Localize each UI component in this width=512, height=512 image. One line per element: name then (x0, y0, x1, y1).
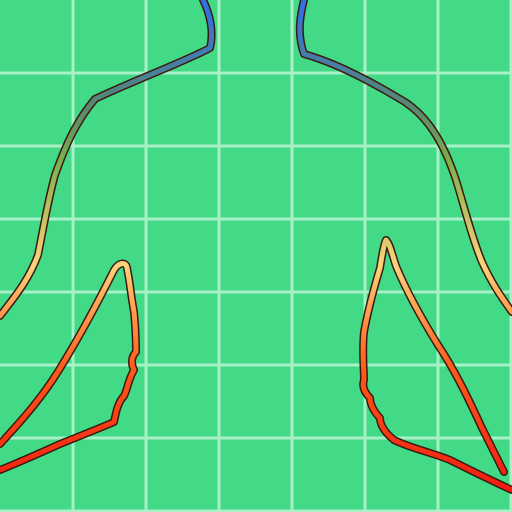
right-body-contour-shadow (295, 0, 512, 316)
right-body-contour (297, 0, 512, 315)
silhouette-gradient-strokes (0, 0, 512, 493)
left-body-contour (0, 0, 215, 319)
left-arm-contour (0, 261, 139, 473)
right-arm-contour (360, 237, 512, 493)
